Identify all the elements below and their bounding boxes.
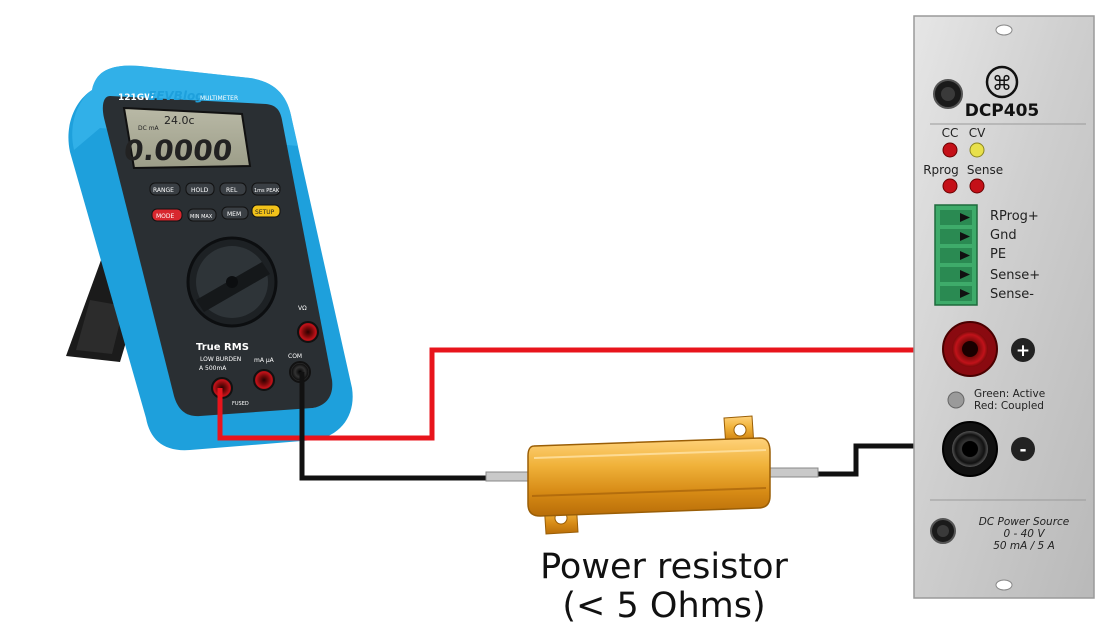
status-line2: Red: Coupled [974, 400, 1044, 412]
minmax-button-label: MIN MAX [190, 214, 213, 220]
brand-suffix: MULTIMETER [200, 95, 238, 102]
multimeter-buttons: RANGE HOLD REL 1ms PEAK MODE MIN MAX MEM… [149, 182, 281, 222]
resistor-caption-line1: Power resistor [540, 547, 788, 587]
mem-button[interactable] [221, 206, 249, 220]
minus-symbol-icon [1011, 437, 1035, 461]
range-button-label: RANGE [153, 187, 174, 194]
low-burden-label: LOW BURDEN [200, 356, 241, 363]
footer-line3: 50 mA / 5 A [993, 540, 1055, 552]
display-mode: DC mA [138, 125, 160, 132]
cv-led [969, 142, 985, 158]
milliamp-jack[interactable] [253, 369, 275, 391]
status-led [947, 391, 965, 409]
footer-line2: 0 - 40 V [1003, 528, 1045, 540]
volt-jack[interactable] [297, 321, 319, 343]
peak-button[interactable] [251, 182, 281, 196]
mounting-hole-top [995, 24, 1013, 36]
brand-model: 121GW [118, 93, 154, 103]
setup-button-label: SETUP [255, 209, 275, 216]
fused-label: FUSED [232, 401, 249, 407]
mode-button[interactable] [151, 208, 183, 222]
minus-symbol: - [1019, 440, 1026, 460]
wires [217, 347, 970, 481]
mode-button-label: MODE [156, 213, 175, 220]
terminal-gnd[interactable] [940, 229, 972, 244]
multimeter: 121GW EEVBlog MULTIMETER 24.0c DC mA 0.0… [66, 65, 353, 451]
minmax-button[interactable] [187, 208, 217, 222]
power-resistor: Power resistor (< 5 Ohms) [485, 415, 819, 626]
mounting-hole-bottom [995, 579, 1013, 591]
cv-label: CV [969, 126, 986, 140]
true-rms-label: True RMS [196, 342, 249, 353]
rotary-dial[interactable] [186, 236, 278, 328]
display-temp: 24.0c [164, 114, 195, 127]
terminal-label-rprog: RProg+ [990, 209, 1039, 224]
range-button[interactable] [149, 182, 181, 196]
resistor-caption-line2: (< 5 Ohms) [562, 586, 765, 626]
rprog-label: Rprog [923, 163, 959, 177]
terminal-label-gnd: Gnd [990, 228, 1017, 243]
rprog-led [942, 178, 958, 194]
footer-line1: DC Power Source [979, 516, 1070, 528]
peak-button-label: 1ms PEAK [254, 188, 280, 194]
negative-wire-psu [818, 443, 968, 477]
jack-label-com: COM [288, 353, 302, 360]
brand-name: EEVBlog [148, 89, 204, 103]
lcd-display [122, 106, 252, 170]
status-line1: Green: Active [974, 388, 1045, 400]
terminal-rprog[interactable] [940, 210, 972, 225]
psu-panel [913, 15, 1095, 599]
jack-label-v: VΩ [298, 305, 307, 312]
terminal-label-sense-minus: Sense- [990, 287, 1034, 302]
terminal-pe[interactable] [940, 248, 972, 263]
plus-symbol: + [1016, 341, 1030, 361]
psu-module: ⌘ DCP405 CC CV Rprog Sense RProg+ Gnd P [913, 15, 1095, 599]
mem-button-label: MEM [227, 211, 241, 218]
terminal-sense-minus[interactable] [940, 286, 972, 301]
negative-wire-meter [299, 372, 488, 481]
terminal-block [934, 204, 978, 306]
resistor-body [527, 437, 771, 517]
hold-button-label: HOLD [191, 187, 209, 194]
sense-label: Sense [967, 163, 1003, 177]
brand-logo-icon: ⌘ [985, 65, 1019, 99]
terminal-label-sense-plus: Sense+ [990, 268, 1040, 283]
terminal-sense-plus[interactable] [940, 267, 972, 282]
positive-wire [217, 347, 970, 441]
plus-symbol-icon [1011, 338, 1035, 362]
jack-label-ma: mA µA [254, 357, 275, 364]
cc-label: CC [942, 126, 959, 140]
setup-button[interactable] [251, 204, 281, 218]
cc-led [942, 142, 958, 158]
psu-model: DCP405 [965, 101, 1040, 121]
hold-button[interactable] [185, 182, 215, 196]
rel-button-label: REL [226, 187, 238, 194]
sense-led [969, 178, 985, 194]
jack-label-a: A 500mA [199, 365, 227, 372]
terminal-label-pe: PE [990, 247, 1006, 262]
svg-text:⌘: ⌘ [992, 71, 1012, 95]
rel-button[interactable] [219, 182, 247, 196]
display-main: 0.0000 [122, 134, 233, 167]
